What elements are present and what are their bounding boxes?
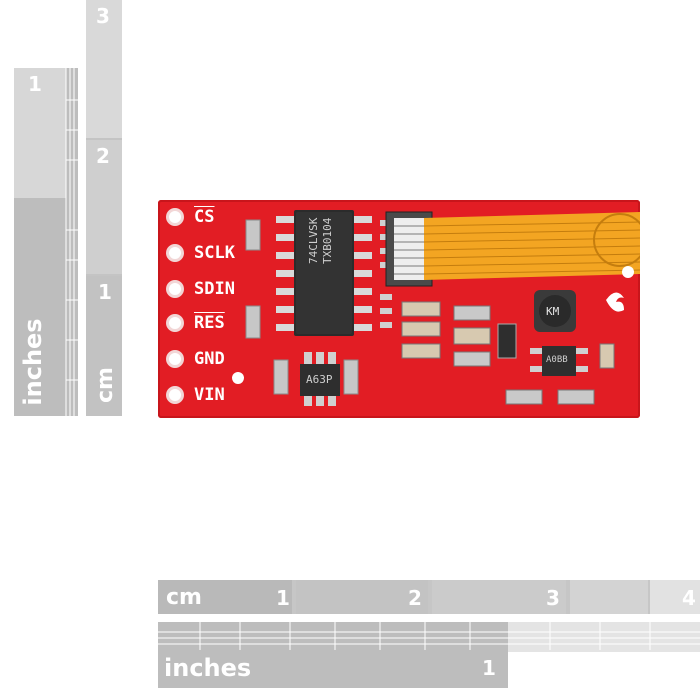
pin-hole-sdin bbox=[166, 280, 184, 298]
bottom-ruler-inches-unit: inches bbox=[164, 654, 252, 682]
pin-label-vin: VIN bbox=[194, 385, 225, 405]
pin-hole-res bbox=[166, 314, 184, 332]
bottom-ruler-cm-unit: cm bbox=[166, 585, 202, 610]
bottom-ruler-cm-number-4: 4 bbox=[682, 586, 696, 610]
pin-hole-gnd bbox=[166, 350, 184, 368]
left-cm-strip-bottom bbox=[86, 276, 122, 416]
left-ruler-cm-number-2: 2 bbox=[96, 144, 110, 168]
left-ruler-cm-unit: cm bbox=[93, 367, 118, 403]
pin-label-sclk: SCLK bbox=[194, 243, 235, 263]
main-ic-label-2: TXB0104 bbox=[321, 217, 334, 264]
left-ruler-hticks bbox=[66, 99, 78, 381]
bottom-inches-strip-right bbox=[508, 622, 700, 652]
bottom-ruler-cm-number-1: 1 bbox=[276, 586, 290, 610]
left-ruler-cm-number-3: 3 bbox=[96, 4, 110, 28]
left-cm-strip-top bbox=[86, 0, 122, 138]
left-ruler-inches-unit: inches bbox=[19, 318, 47, 406]
left-ruler-ticks bbox=[61, 0, 75, 416]
bottom-ruler-cm-number-2: 2 bbox=[408, 586, 422, 610]
bottom-ruler-inches-number-1: 1 bbox=[482, 656, 496, 680]
left-ruler-inches-number-1: 1 bbox=[28, 72, 42, 96]
pin-label-gnd: GND bbox=[194, 349, 225, 369]
pin-label-cs: CS bbox=[194, 207, 215, 227]
small-ic-label: A63P bbox=[306, 373, 333, 386]
bottom-inches-strip bbox=[158, 622, 508, 688]
inductor-label: KM bbox=[546, 305, 560, 318]
bottom-ruler-cm-number-3: 3 bbox=[546, 586, 560, 610]
left-ruler-cm-number-1: 1 bbox=[98, 280, 112, 304]
board-components bbox=[232, 210, 640, 406]
pcb-board: CS SCLK SDIN RES GND VIN bbox=[158, 200, 640, 418]
bottom-ruler-ticks bbox=[158, 631, 700, 645]
regulator-label: A0BB bbox=[546, 355, 568, 365]
pin-hole-sclk bbox=[166, 244, 184, 262]
pin-label-res: RES bbox=[194, 313, 225, 333]
left-cm-strip-mid bbox=[86, 140, 122, 274]
pin-hole-cs bbox=[166, 208, 184, 226]
pin-label-sdin: SDIN bbox=[194, 279, 235, 299]
pin-hole-vin bbox=[166, 386, 184, 404]
main-ic-label-1: 74CLVSK bbox=[307, 217, 320, 264]
left-inches-strip-upper bbox=[14, 68, 66, 198]
